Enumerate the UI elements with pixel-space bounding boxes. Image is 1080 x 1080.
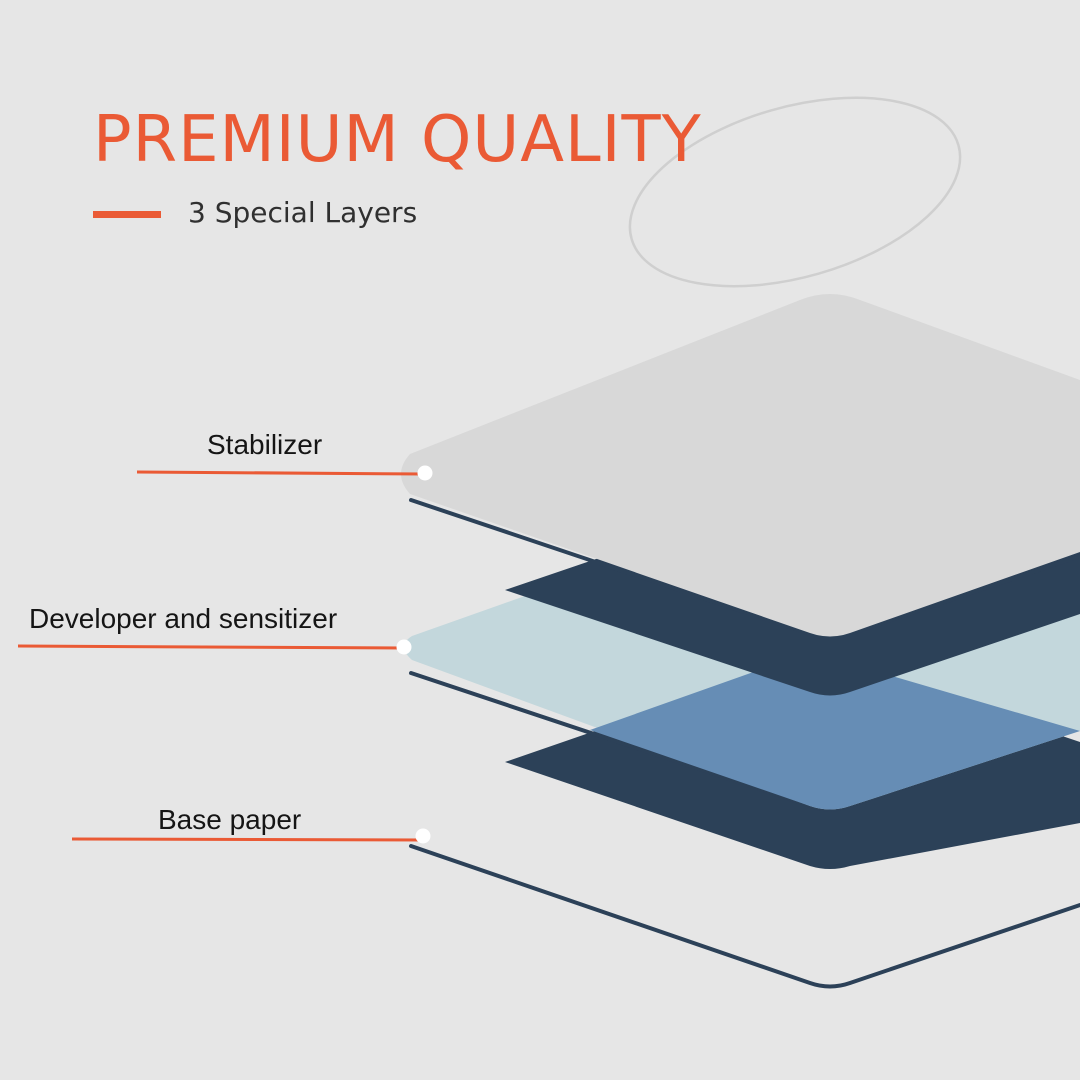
developer-pointer-dot: [396, 639, 412, 655]
base-paper-pointer-dot: [415, 828, 431, 844]
stabilizer-pointer-dot: [417, 465, 433, 481]
page-subtitle: 3 Special Layers: [188, 196, 418, 229]
stabilizer-sheet: [401, 294, 1080, 637]
layer-label-developer-sensitizer: Developer and sensitizer: [29, 603, 338, 634]
stabilizer-pointer-line: [136, 470, 426, 476]
layer-label-stabilizer: Stabilizer: [207, 429, 323, 460]
page-title: PREMIUM QUALITY: [93, 103, 702, 177]
layer-label-base-paper: Base paper: [158, 804, 302, 835]
accent-bar: [93, 211, 161, 218]
base-paper-outline: [409, 844, 1080, 989]
base-paper-pointer-line: [71, 837, 424, 842]
developer-pointer-line: [17, 644, 405, 650]
stabilizer-outline: [409, 498, 1080, 640]
developer-sensitizer-overlap: [590, 652, 1080, 810]
decorative-ring: [628, 96, 962, 288]
